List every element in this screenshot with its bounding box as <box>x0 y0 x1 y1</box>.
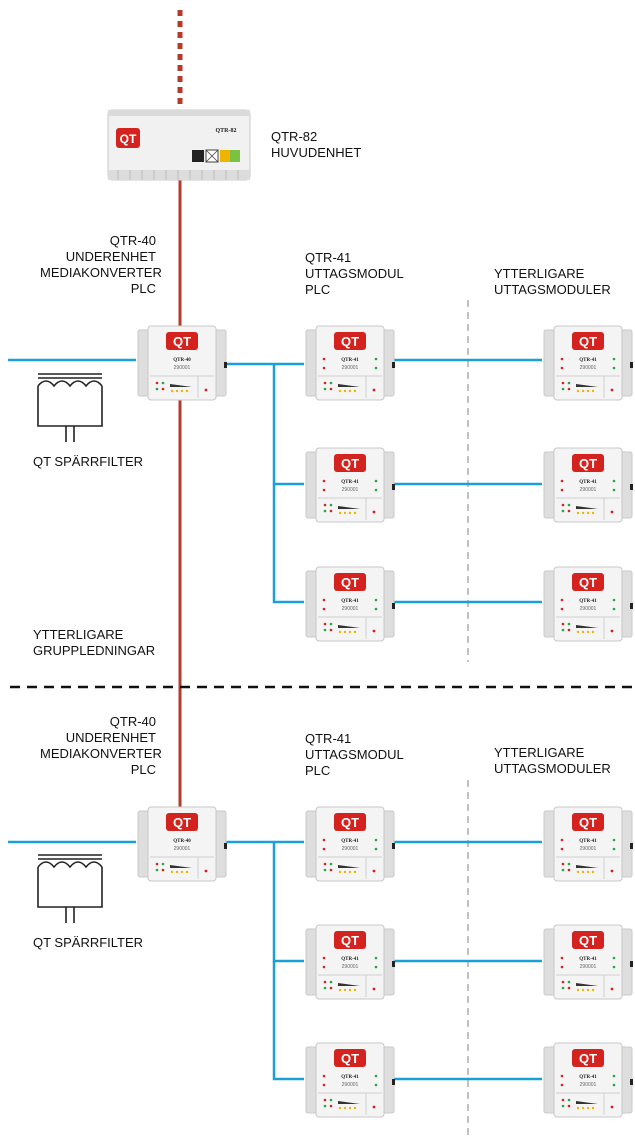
svg-text:QTR-41: QTR-41 <box>579 599 597 604</box>
module-graphic: QT QTR-41 290001 <box>543 1042 633 1118</box>
filter-symbol-1 <box>37 373 103 442</box>
more-groups-label: YTTERLIGARE GRUPPLEDNINGAR <box>33 627 156 658</box>
qt-logo <box>572 573 604 591</box>
qt-logo <box>572 454 604 472</box>
filter-label-2: QT SPÄRRFILTER <box>33 935 144 950</box>
svg-text:290001: 290001 <box>174 365 191 371</box>
branch-line-2 <box>272 364 304 486</box>
main-unit-label: QTR-82 HUVUDENHET <box>271 129 362 160</box>
module-graphic: QT QTR-41 290001 <box>305 447 395 523</box>
qt-logo <box>334 931 366 949</box>
svg-text:QT: QT <box>341 334 359 349</box>
qt-logo <box>334 332 366 350</box>
main-model-text: QTR-82 <box>216 128 237 134</box>
qt-logo <box>572 1049 604 1067</box>
module-graphic: QT QTR-41 290001 <box>543 325 633 401</box>
svg-text:QT: QT <box>173 815 191 830</box>
svg-text:QT: QT <box>579 1051 597 1066</box>
module-graphic: QT QTR-41 290001 <box>305 806 395 882</box>
module-graphic: QT QTR-40 290001 <box>137 806 227 882</box>
more-outlets-label-1: YTTERLIGARE UTTAGSMODULER <box>494 266 611 297</box>
svg-text:290001: 290001 <box>580 1082 597 1088</box>
svg-text:QTR-41: QTR-41 <box>341 480 359 485</box>
svg-text:QTR-40: QTR-40 <box>173 839 191 844</box>
qt-logo <box>166 332 198 350</box>
branch-line-5 <box>272 842 304 963</box>
svg-text:QTR-41: QTR-41 <box>579 480 597 485</box>
svg-text:290001: 290001 <box>580 606 597 612</box>
svg-text:QT: QT <box>341 933 359 948</box>
svg-text:QTR-41: QTR-41 <box>579 839 597 844</box>
svg-text:QTR-40: QTR-40 <box>173 358 191 363</box>
svg-text:QTR-41: QTR-41 <box>341 957 359 962</box>
qt-logo <box>334 573 366 591</box>
svg-text:QTR-41: QTR-41 <box>341 1075 359 1080</box>
svg-text:QT: QT <box>579 334 597 349</box>
branch-line-6 <box>272 961 304 1081</box>
module-graphic: QT QTR-41 290001 <box>543 447 633 523</box>
svg-text:QTR-41: QTR-41 <box>579 957 597 962</box>
sub-unit-label-2: QTR-40 UNDERENHET MEDIAKONVERTER PLC <box>40 714 162 777</box>
svg-text:QT: QT <box>341 815 359 830</box>
svg-text:QT: QT <box>173 334 191 349</box>
svg-text:QT: QT <box>341 575 359 590</box>
svg-text:QTR-41: QTR-41 <box>579 1075 597 1080</box>
svg-text:QTR-41: QTR-41 <box>341 599 359 604</box>
outlet-label-1: QTR-41 UTTAGSMODUL PLC <box>305 250 404 297</box>
module-graphic: QT QTR-41 290001 <box>543 806 633 882</box>
svg-text:290001: 290001 <box>342 964 359 970</box>
qt-logo <box>334 1049 366 1067</box>
module-graphic: QT QTR-41 290001 <box>305 325 395 401</box>
svg-text:290001: 290001 <box>580 365 597 371</box>
main-logo: QT <box>120 132 137 146</box>
svg-text:290001: 290001 <box>174 846 191 852</box>
more-outlets-label-2: YTTERLIGARE UTTAGSMODULER <box>494 745 611 776</box>
qt-logo <box>572 332 604 350</box>
svg-text:QTR-41: QTR-41 <box>579 358 597 363</box>
svg-text:QT: QT <box>579 933 597 948</box>
svg-text:290001: 290001 <box>342 487 359 493</box>
svg-text:290001: 290001 <box>580 487 597 493</box>
module-graphic: QT QTR-40 290001 <box>137 325 227 401</box>
qt-logo <box>334 454 366 472</box>
svg-text:290001: 290001 <box>342 846 359 852</box>
module-graphic: QT QTR-41 290001 <box>305 924 395 1000</box>
qt-logo <box>166 813 198 831</box>
module-graphic: QT QTR-41 290001 <box>543 566 633 642</box>
module-graphic: QT QTR-41 290001 <box>305 1042 395 1118</box>
qt-logo <box>572 931 604 949</box>
sub-unit-label-1: QTR-40 UNDERENHET MEDIAKONVERTER PLC <box>40 233 162 296</box>
svg-text:290001: 290001 <box>342 365 359 371</box>
branch-line-3 <box>272 484 304 604</box>
svg-text:QT: QT <box>341 456 359 471</box>
svg-text:QT: QT <box>579 815 597 830</box>
filter-symbol-2 <box>37 854 103 923</box>
outlet-label-2: QTR-41 UTTAGSMODUL PLC <box>305 731 404 778</box>
main-unit-device: QT QTR-82 <box>107 109 251 181</box>
svg-text:290001: 290001 <box>342 1082 359 1088</box>
svg-text:QT: QT <box>341 1051 359 1066</box>
module-graphic: QT QTR-41 290001 <box>305 566 395 642</box>
qt-logo <box>334 813 366 831</box>
filter-label-1: QT SPÄRRFILTER <box>33 454 144 469</box>
svg-text:QT: QT <box>579 456 597 471</box>
module-graphic: QT QTR-41 290001 <box>543 924 633 1000</box>
svg-text:290001: 290001 <box>580 846 597 852</box>
svg-text:QT: QT <box>579 575 597 590</box>
svg-text:290001: 290001 <box>580 964 597 970</box>
qt-logo <box>572 813 604 831</box>
svg-text:QTR-41: QTR-41 <box>341 358 359 363</box>
svg-text:QTR-41: QTR-41 <box>341 839 359 844</box>
svg-text:290001: 290001 <box>342 606 359 612</box>
